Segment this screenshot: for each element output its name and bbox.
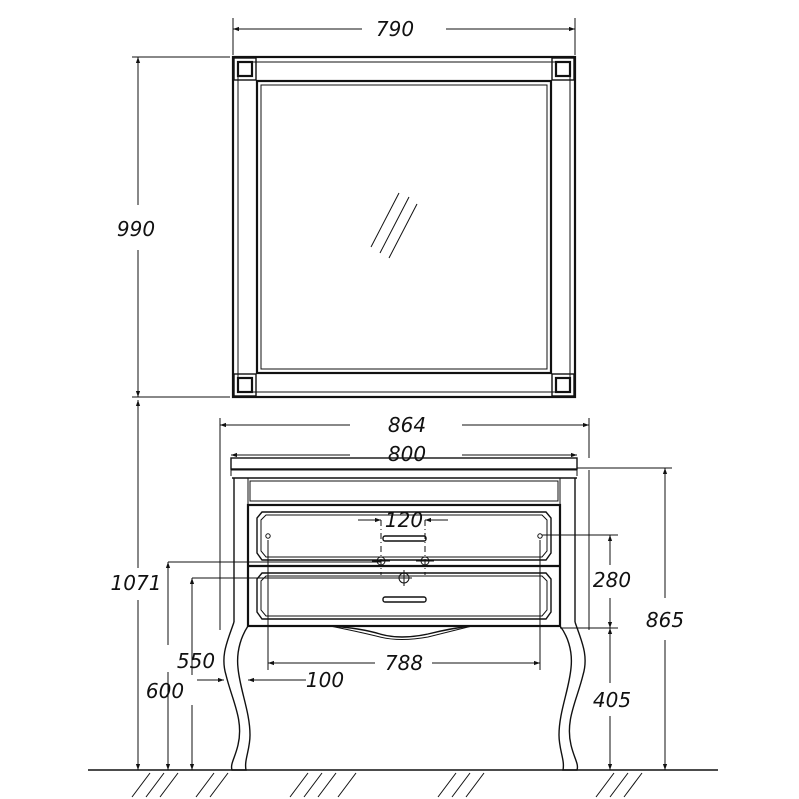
right-leg: [558, 621, 586, 771]
leg-height-dimension: 405: [593, 628, 631, 770]
drawer-width-label: 788: [385, 651, 423, 675]
drawer-screw-icon: [265, 533, 271, 539]
drawer-width-dimension: 788: [267, 540, 541, 675]
inlet-height-label: 600: [146, 679, 184, 703]
vanity-cabinet: [223, 457, 586, 771]
upper-drawer: [256, 511, 552, 561]
cabinet-width-dimension: 864: [219, 413, 590, 630]
total-height-dimension: 1071: [111, 400, 162, 770]
mirror-reflection-icon: [370, 192, 418, 259]
tap-spacing-dimension: 120: [358, 508, 448, 532]
outlet-height-label: 550: [177, 649, 215, 673]
outlet-height-dimension: 550: [165, 561, 381, 770]
mirror-corner-bottom-left: [233, 373, 257, 397]
mirror-height-dimension: 990: [117, 56, 230, 398]
mirror: [231, 55, 577, 399]
lower-drawer: [256, 572, 552, 620]
mirror-height-label: 990: [117, 217, 155, 241]
upper-drawer-handle: [382, 535, 427, 542]
mirror-corner-bottom-right: [551, 373, 575, 397]
basin-width-label: 800: [388, 442, 426, 466]
mirror-width-label: 790: [376, 17, 414, 41]
mirror-glass: [255, 79, 553, 375]
left-leg: [223, 621, 251, 771]
cabinet-height-dimension: 865: [577, 467, 684, 770]
lower-drawer-handle: [382, 596, 427, 603]
drawer-height-dimension: 280: [542, 534, 631, 629]
cabinet-width-label: 864: [388, 413, 426, 437]
leg-height-label: 405: [593, 688, 631, 712]
basin-lip: [249, 480, 559, 502]
mirror-corner-top-right: [551, 57, 575, 81]
drawer-height-label: 280: [593, 568, 631, 592]
mirror-glass-inner-edge: [260, 84, 548, 370]
inlet-offset-label: 100: [306, 668, 344, 692]
total-height-label: 1071: [111, 571, 162, 595]
mirror-width-dimension: 790: [232, 17, 576, 55]
basin-width-dimension: 800: [231, 442, 577, 466]
drawer-screw-icon: [537, 533, 543, 539]
mirror-frame-inner-edge: [237, 61, 571, 393]
inlet-height-dimension: 600: [146, 577, 400, 770]
apron: [248, 625, 560, 638]
mirror-corner-top-left: [233, 57, 257, 81]
plumbing-marks: [372, 520, 434, 586]
floor-line: [88, 769, 718, 798]
inlet-offset-dimension: 100: [197, 668, 344, 692]
cabinet-height-label: 865: [646, 608, 684, 632]
tap-spacing-label: 120: [385, 508, 423, 532]
mirror-outer-frame: [231, 55, 577, 399]
